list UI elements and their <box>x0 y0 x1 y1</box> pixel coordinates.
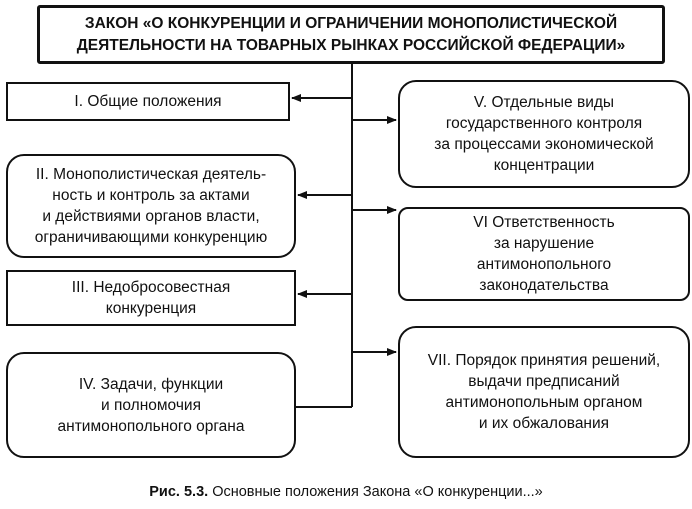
section-4-box: IV. Задачи, функции и полномочия антимон… <box>6 352 296 458</box>
section-5-box: V. Отдельные виды государственного контр… <box>398 80 690 188</box>
law-title-text: ЗАКОН «О КОНКУРЕНЦИИ И ОГРАНИЧЕНИИ МОНОП… <box>77 13 625 57</box>
section-2-box: II. Монополистическая деятель- ность и к… <box>6 154 296 258</box>
law-title-box: ЗАКОН «О КОНКУРЕНЦИИ И ОГРАНИЧЕНИИ МОНОП… <box>37 5 665 64</box>
section-3-box: III. Недобросовестная конкуренция <box>6 270 296 326</box>
section-1-box: I. Общие положения <box>6 82 290 121</box>
figure-label: Рис. 5.3. <box>149 484 209 500</box>
figure-caption: Рис. 5.3. Основные положения Закона «О к… <box>0 483 692 501</box>
section-6-text: VI Ответственность за нарушение антимоно… <box>473 214 615 294</box>
section-7-text: VII. Порядок принятия решений, выдачи пр… <box>427 352 661 432</box>
section-6-box: VI Ответственность за нарушение антимоно… <box>398 207 690 301</box>
section-5-text: V. Отдельные виды государственного контр… <box>434 94 654 174</box>
section-3-text: III. Недобросовестная конкуренция <box>71 279 231 317</box>
section-2-text: II. Монополистическая деятель- ность и к… <box>34 166 268 246</box>
section-4-text: IV. Задачи, функции и полномочия антимон… <box>57 375 245 435</box>
law-title-line-1: ЗАКОН «О КОНКУРЕНЦИИ И ОГРАНИЧЕНИИ МОНОП… <box>84 14 618 32</box>
figure-caption-text: Основные положения Закона «О конкуренции… <box>212 484 543 500</box>
law-title-line-2: ДЕЯТЕЛЬНОСТИ НА ТОВАРНЫХ РЫНКАХ РОССИЙСК… <box>76 36 626 54</box>
section-1-text: I. Общие положения <box>74 93 222 110</box>
section-7-box: VII. Порядок принятия решений, выдачи пр… <box>398 326 690 458</box>
